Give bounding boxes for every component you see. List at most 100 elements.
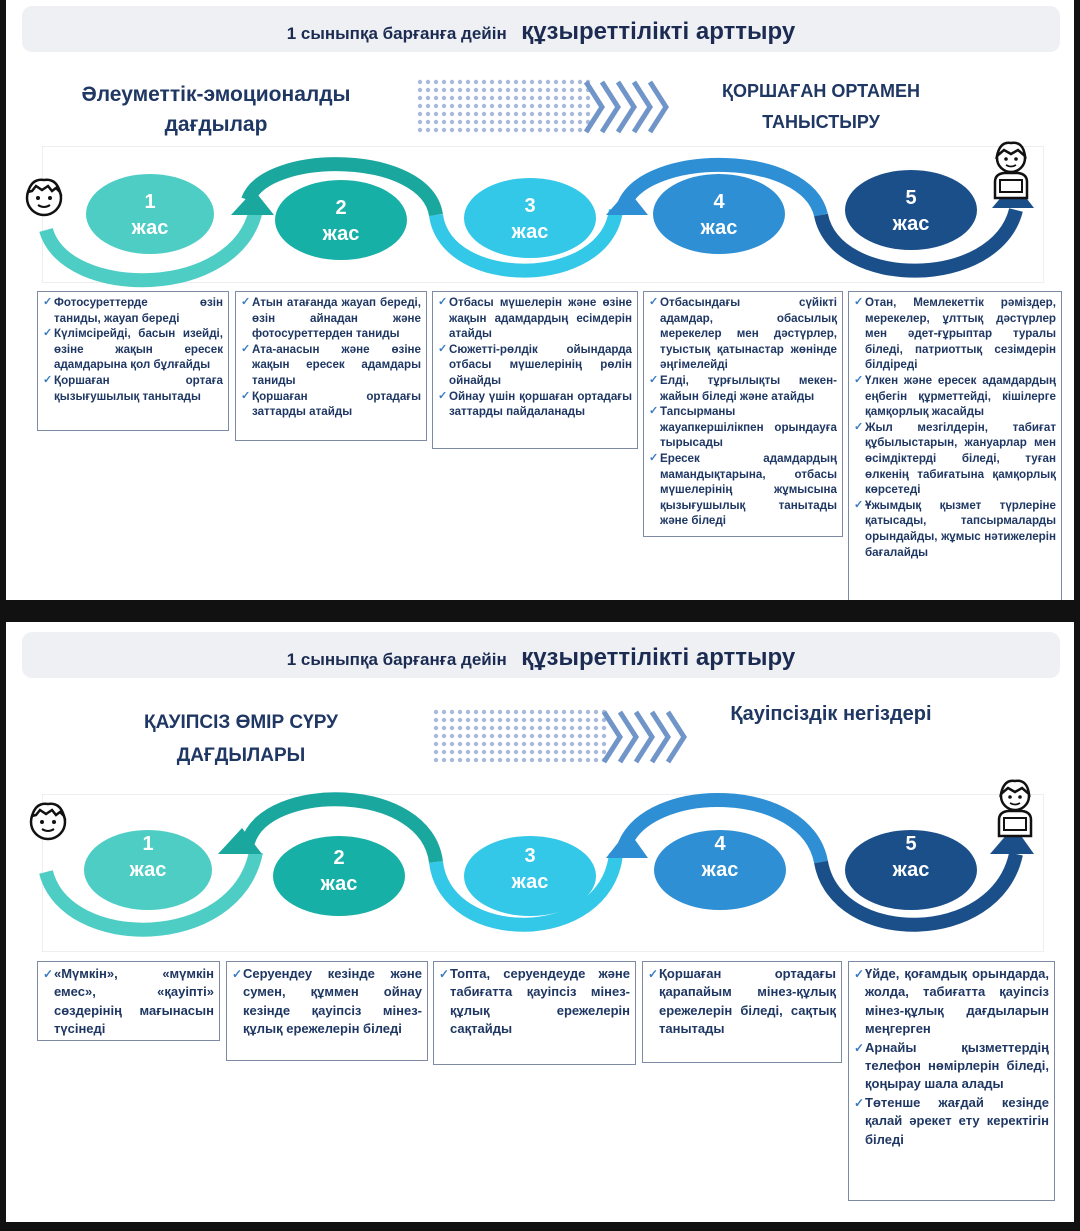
age-bubble-1: [86, 174, 214, 254]
dot-mark: [553, 95, 559, 101]
dot-mark: [505, 749, 511, 755]
dot-mark: [521, 103, 527, 109]
dot-mark: [441, 95, 447, 101]
dot-mark: [545, 95, 551, 101]
dot-mark: [601, 749, 607, 755]
dot-mark: [457, 733, 463, 739]
boy-figure-icon: [997, 779, 1033, 838]
dot-mark: [553, 111, 559, 117]
dot-mark: [481, 119, 487, 125]
dot-mark: [441, 127, 447, 133]
chevron-arrows-icon: [583, 80, 669, 134]
dot-mark: [425, 127, 431, 133]
skills-box-age-4: Қоршаған ортадағы қарапайым мінез-құлық …: [642, 961, 842, 1063]
right-section-title: ҚОРШАҒАН ОРТАМЕН ТАНЫСТЫРУ: [696, 76, 946, 138]
dot-mark: [473, 87, 479, 93]
dot-mark: [433, 103, 439, 109]
dot-mark: [585, 757, 591, 763]
dot-mark: [457, 87, 463, 93]
dot-mark: [537, 79, 543, 85]
dot-mark: [601, 741, 607, 747]
dot-mark: [433, 733, 439, 739]
dot-mark: [449, 741, 455, 747]
skill-item: Қоршаған ортадағы заттарды атайды: [241, 389, 421, 420]
dot-mark: [561, 79, 567, 85]
dot-mark: [489, 709, 495, 715]
dot-mark: [577, 127, 583, 133]
dot-mark: [561, 111, 567, 117]
dot-mark: [513, 717, 519, 723]
dot-mark: [569, 709, 575, 715]
dot-mark: [481, 87, 487, 93]
dot-mark: [561, 709, 567, 715]
dot-mark: [577, 111, 583, 117]
dot-mark: [545, 725, 551, 731]
dot-mark: [545, 103, 551, 109]
dot-mark: [569, 119, 575, 125]
dot-mark: [433, 127, 439, 133]
dot-mark: [473, 79, 479, 85]
dot-mark: [537, 709, 543, 715]
header-title: 1 сыныпқа барғанға дейін құзыреттілікті …: [22, 18, 1060, 46]
dot-mark: [425, 95, 431, 101]
left-section-title: Әлеуметтік-эмоционалды дағдылар: [46, 80, 386, 140]
dot-mark: [433, 725, 439, 731]
dot-mark: [505, 757, 511, 763]
dot-mark: [513, 95, 519, 101]
dot-mark: [585, 709, 591, 715]
left-title-line-2: дағдылар: [164, 113, 268, 136]
skill-item: Қоршаған ортаға қызығушылық танытады: [43, 373, 223, 404]
dot-mark: [457, 95, 463, 101]
dot-mark: [537, 103, 543, 109]
dot-mark: [473, 725, 479, 731]
dot-mark: [537, 717, 543, 723]
dot-mark: [473, 733, 479, 739]
age-bubble-2: [275, 180, 407, 260]
dot-mark: [569, 717, 575, 723]
dot-mark: [505, 709, 511, 715]
dot-mark: [497, 103, 503, 109]
header-big-text: құзыреттілікті арттыру: [521, 644, 796, 671]
dot-mark: [553, 709, 559, 715]
dot-mark: [449, 717, 455, 723]
dot-mark: [529, 79, 535, 85]
right-title-line-2: ТАНЫСТЫРУ: [762, 112, 880, 132]
dot-mark: [489, 741, 495, 747]
dot-mark: [569, 725, 575, 731]
skill-item: Серуендеу кезінде және сумен, құммен ойн…: [232, 965, 422, 1039]
dot-mark: [513, 79, 519, 85]
dot-mark: [521, 87, 527, 93]
dot-mark: [465, 95, 471, 101]
dot-mark: [529, 709, 535, 715]
dot-mark: [577, 119, 583, 125]
dot-mark: [489, 733, 495, 739]
dot-mark: [553, 725, 559, 731]
dot-mark: [553, 749, 559, 755]
arrow-head-icon: [231, 190, 274, 215]
dot-mark: [497, 127, 503, 133]
dot-mark: [529, 119, 535, 125]
dot-mark: [441, 741, 447, 747]
dot-mark: [585, 95, 591, 101]
dot-mark: [425, 119, 431, 125]
dot-mark: [441, 733, 447, 739]
dot-pattern-icon: [433, 709, 607, 763]
dot-mark: [441, 725, 447, 731]
dot-mark: [433, 111, 439, 117]
dot-mark: [449, 709, 455, 715]
dot-mark: [593, 749, 599, 755]
dot-mark: [481, 79, 487, 85]
dot-mark: [585, 749, 591, 755]
dot-mark: [417, 103, 423, 109]
dot-mark: [529, 733, 535, 739]
age-bubble-2: [273, 836, 405, 916]
dot-mark: [473, 741, 479, 747]
dot-mark: [521, 717, 527, 723]
dot-mark: [521, 95, 527, 101]
dot-mark: [473, 757, 479, 763]
dot-mark: [449, 103, 455, 109]
dot-mark: [585, 741, 591, 747]
dot-mark: [449, 749, 455, 755]
skills-box-age-3: Отбасы мүшелерін және өзіне жақын адамда…: [432, 291, 638, 449]
